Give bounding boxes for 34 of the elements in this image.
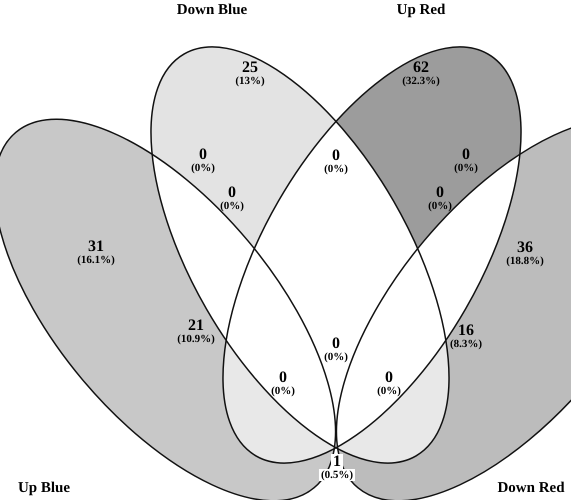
region-count: 0 xyxy=(436,185,444,201)
region-count: 31 xyxy=(88,239,104,255)
region-percent: (0%) xyxy=(324,163,348,175)
region-percent: (0%) xyxy=(271,385,295,397)
region-percent: (8.3%) xyxy=(450,338,482,350)
region-count: 62 xyxy=(413,60,429,76)
region-count: 0 xyxy=(199,147,207,163)
region-count: 0 xyxy=(462,147,470,163)
region-count: 1 xyxy=(331,454,343,470)
set-label: Down Blue xyxy=(176,2,248,19)
region-percent: (10.9%) xyxy=(177,333,215,345)
region-count: 21 xyxy=(188,318,204,334)
region-percent: (13%) xyxy=(235,75,265,87)
region-percent: (32.3%) xyxy=(402,75,440,87)
region-percent: (0%) xyxy=(220,200,244,212)
region-count: 0 xyxy=(332,148,340,164)
region-count: 25 xyxy=(242,60,258,76)
region-percent: (0%) xyxy=(191,162,215,174)
set-label: Up Blue xyxy=(18,480,70,497)
region-percent: (18.8%) xyxy=(506,255,544,267)
set-label: Down Red xyxy=(497,480,565,497)
region-count: 0 xyxy=(385,370,393,386)
region-count: 16 xyxy=(458,323,474,339)
region-count: 0 xyxy=(228,185,236,201)
region-percent: (0%) xyxy=(324,351,348,363)
region-count: 36 xyxy=(517,240,533,256)
region-percent: (0.5%) xyxy=(318,469,356,481)
set-label: Up Red xyxy=(396,2,446,19)
region-count: 0 xyxy=(332,336,340,352)
region-count: 0 xyxy=(279,370,287,386)
region-percent: (0%) xyxy=(377,385,401,397)
region-percent: (16.1%) xyxy=(77,254,115,266)
region-percent: (0%) xyxy=(454,162,478,174)
region-percent: (0%) xyxy=(428,200,452,212)
